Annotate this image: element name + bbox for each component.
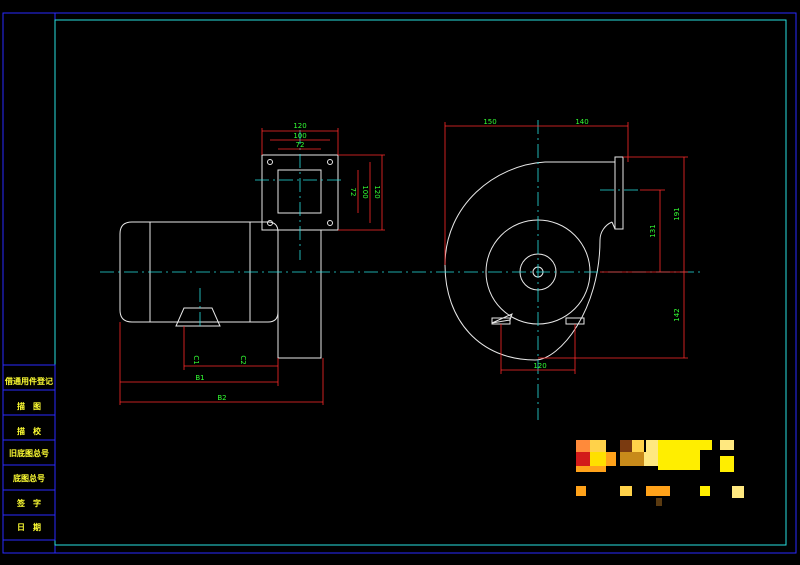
dim-label: 100 bbox=[293, 132, 306, 140]
dim-label: B1 bbox=[195, 374, 204, 382]
volute-casing bbox=[444, 161, 615, 361]
dim-label: 120 bbox=[373, 185, 381, 198]
dim-label: 120 bbox=[533, 362, 546, 370]
outer-border bbox=[2, 12, 797, 554]
dim-label: 131 bbox=[649, 224, 657, 237]
dim-label: B2 bbox=[217, 394, 226, 402]
side-table-row: 旧底图总号 bbox=[9, 448, 49, 458]
side-table-row: 描 图 bbox=[17, 401, 41, 411]
dim-label: 100 bbox=[361, 185, 369, 198]
drawing-frame bbox=[54, 19, 787, 546]
side-table-row: 底图总号 bbox=[12, 473, 45, 483]
dim-label: 140 bbox=[575, 118, 588, 126]
dim-label: 72 bbox=[296, 141, 305, 149]
side-view: 120 100 72 72 100 120 C1 C2 B1 B2 bbox=[100, 122, 440, 405]
motor-foot bbox=[175, 307, 221, 327]
title-block-redacted bbox=[576, 440, 744, 506]
dim-label: 120 bbox=[293, 122, 306, 130]
front-view: 150 140 131 191 142 120 bbox=[440, 118, 700, 420]
dim-label: C1 bbox=[192, 355, 200, 364]
side-table: 借通用件登记 描 图 描 校 旧底图总号 底图总号 签 字 日 期 bbox=[2, 364, 56, 541]
side-table-row: 描 校 bbox=[17, 426, 42, 436]
dim-label: C2 bbox=[239, 355, 247, 364]
side-table-row: 日 期 bbox=[17, 522, 41, 532]
dim-label: 150 bbox=[483, 118, 496, 126]
outlet-flange bbox=[614, 156, 624, 230]
fan-housing-side bbox=[277, 229, 322, 359]
side-table-row: 借通用件登记 bbox=[4, 376, 53, 386]
flange-opening bbox=[277, 169, 322, 214]
dim-label: 142 bbox=[673, 308, 681, 321]
motor-body bbox=[119, 221, 279, 323]
dim-label: 72 bbox=[349, 188, 357, 197]
side-table-row: 签 字 bbox=[16, 498, 41, 508]
dim-label: 191 bbox=[673, 207, 681, 220]
